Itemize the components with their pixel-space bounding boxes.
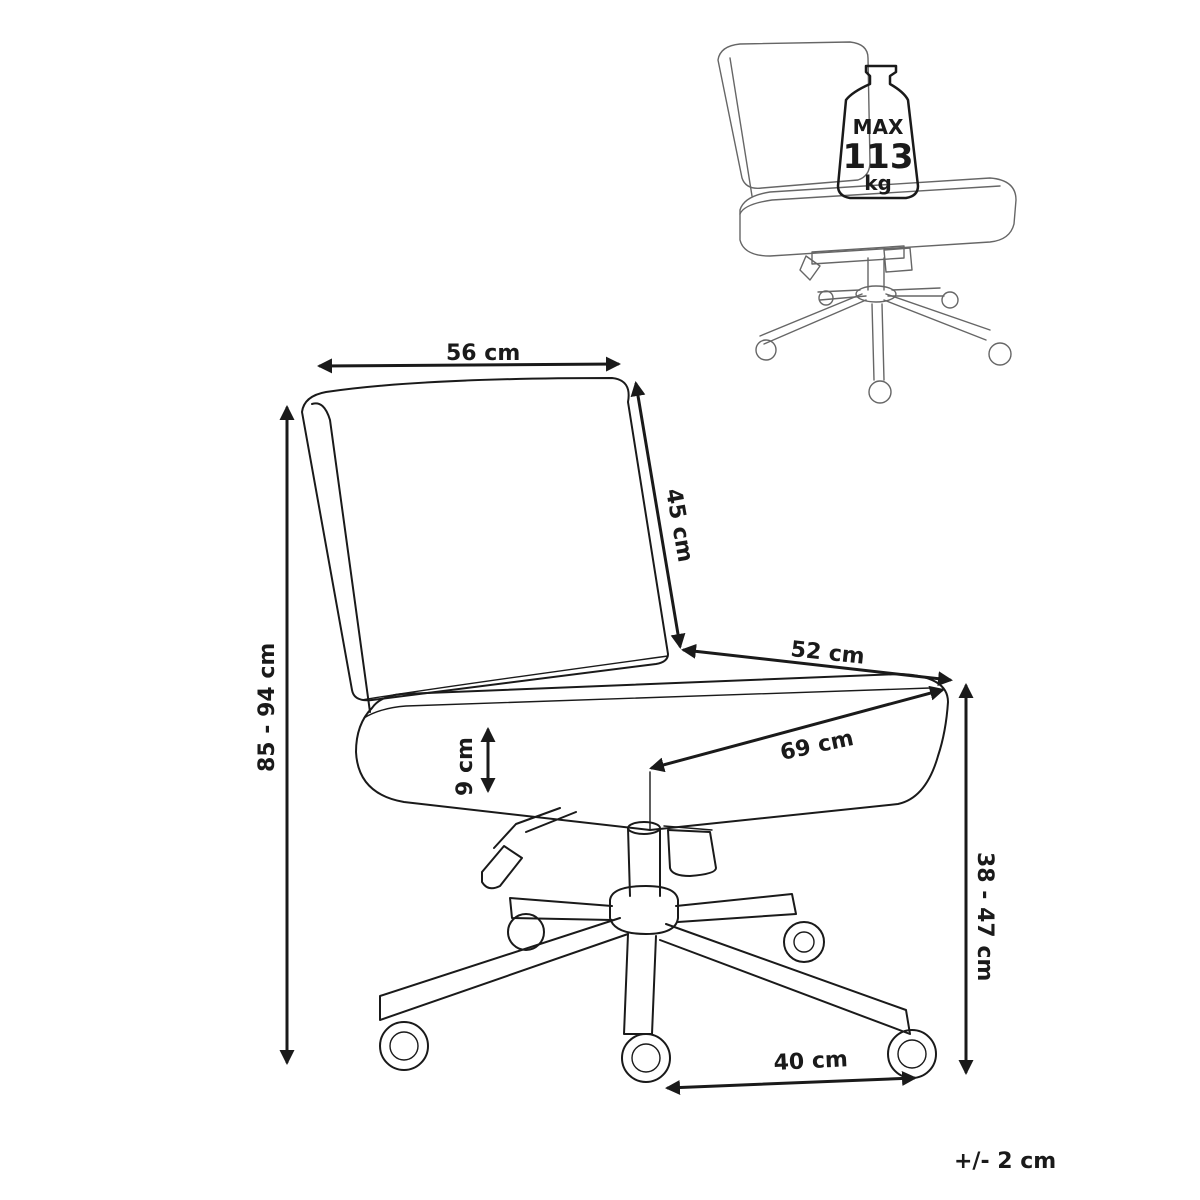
seat-depth-label: 52 cm <box>789 637 865 670</box>
small-chair-drawing <box>717 41 1017 404</box>
weight-unit-label: kg <box>864 171 892 195</box>
weight-value-label: 113 <box>843 137 914 177</box>
wheel-spacing-label: 40 cm <box>773 1047 848 1076</box>
width-label: 56 cm <box>446 341 520 366</box>
weight-icon: MAX 113 kg <box>836 64 920 200</box>
weight-max-label: MAX <box>853 115 904 139</box>
seat-depth-dimension-line <box>681 643 953 687</box>
width-dimension-line <box>317 356 621 374</box>
total-height-label: 85 - 94 cm <box>255 643 280 772</box>
tolerance-label: +/- 2 cm <box>954 1149 1056 1174</box>
backrest-height-dimension-line <box>630 381 686 649</box>
office-chair-drawing <box>301 377 949 1083</box>
diagonal-depth-dimension-line <box>649 685 945 773</box>
seat-thickness-label: 9 cm <box>453 737 478 796</box>
seat-height-label: 38 - 47 cm <box>972 852 997 981</box>
wheel-spacing-dimension-line <box>665 1070 917 1096</box>
